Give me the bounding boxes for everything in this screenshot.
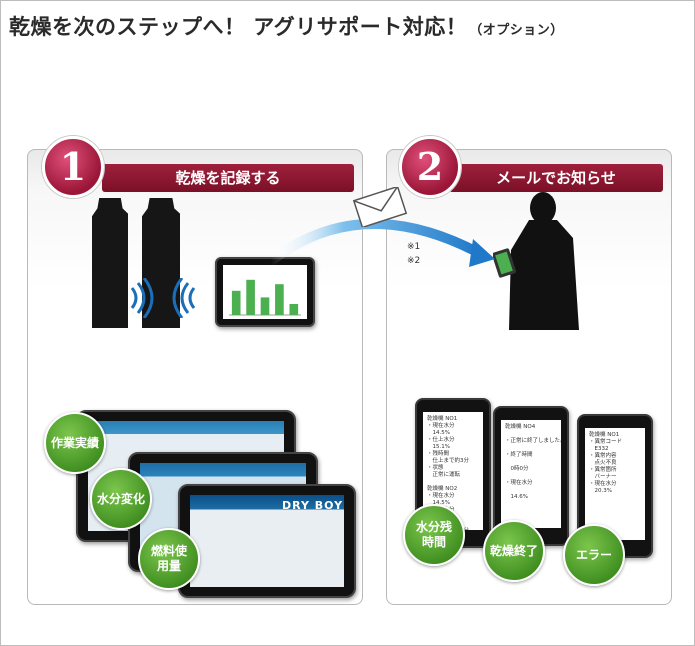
chart-bar [275, 284, 284, 315]
step1-panel: 乾燥を記録する 1 DRY BOY [27, 136, 363, 605]
step2-banner: メールでお知らせ [449, 164, 663, 192]
chart-bar [260, 297, 270, 315]
phone-line: ・現在水分 [427, 423, 455, 429]
step1-banner: 乾燥を記録する [102, 164, 354, 192]
phone-line [505, 445, 557, 452]
note-2: ※2 [407, 256, 421, 266]
badge-drying-finished: 乾燥終了 [483, 520, 545, 582]
phone-line: 14.6% [505, 494, 528, 500]
phone-line: ・状態 [427, 465, 444, 471]
phone-line [505, 431, 557, 438]
phone-error-screen: 乾燥機 NO1・異常コード E332・異常内容 点火不良・異常箇所 バーナー・現… [585, 428, 645, 540]
phone-line: 仕上まで約3分 [427, 458, 470, 464]
phone-line: ・残時間 [427, 451, 450, 457]
phone-line: 乾燥機 NO1 [427, 416, 458, 422]
page-title-option: （オプション） [469, 23, 564, 38]
phone-line: ・異常コード [589, 439, 623, 445]
phone-line: 正常に運転 [427, 472, 461, 478]
chart-bar [231, 290, 241, 315]
phone-line: 乾燥機 NO4 [505, 424, 536, 430]
phone-line: 15.1% [427, 444, 450, 450]
phone-line: 14.5% [427, 500, 450, 506]
page-title: 乾燥を次のステップへ！ アグリサポート対応！（オプション） [9, 11, 564, 41]
phone-line: バーナー [589, 474, 617, 480]
badge-fuel-usage: 燃料使用量 [138, 528, 200, 590]
dryer-machine-2 [142, 198, 180, 328]
badge-moisture-change: 水分変化 [90, 468, 152, 530]
badge-error: エラー [563, 524, 625, 586]
page-title-main: 乾燥を次のステップへ！ アグリサポート対応！ [9, 14, 468, 39]
phone-line: ・終了時間 [505, 452, 533, 458]
chart-bar [246, 279, 255, 315]
dryer-machine-1 [92, 198, 128, 328]
wireless-signal-icon [130, 278, 196, 318]
phone-line: 乾燥機 NO1 [589, 432, 620, 438]
phone-line: ・現在水分 [589, 481, 617, 487]
chart-bar [289, 304, 299, 315]
phone-line: 14.5% [427, 430, 450, 436]
phone-line [505, 459, 557, 466]
record-tablet-front: DRY BOY [178, 484, 356, 598]
phone-line: ・正常に終了しました。 [505, 438, 561, 444]
phone-line: 20.3% [589, 488, 612, 494]
chart-tablet [215, 257, 315, 327]
badge-work-record: 作業実績 [44, 412, 106, 474]
step2-number: 2 [399, 136, 461, 198]
phone-line: ・異常箇所 [589, 467, 617, 473]
phone-line: E332 [589, 446, 609, 452]
phone-line: 0時0分 [505, 466, 529, 472]
note-1: ※1 [407, 242, 421, 252]
phone-line: ・仕上水分 [427, 437, 455, 443]
phone-line [505, 487, 557, 494]
phone-line [427, 479, 479, 486]
phone-line: ・異常内容 [589, 453, 617, 459]
phone-line: 点火不良 [589, 460, 617, 466]
person-with-tablet-icon [493, 192, 579, 330]
envelope-icon [352, 187, 408, 227]
phone-line [505, 473, 557, 480]
phone-line: ・現在水分 [427, 493, 455, 499]
dry-boy-logo: DRY BOY [282, 499, 344, 512]
step1-number: 1 [42, 136, 104, 198]
phone-line: ・現在水分 [505, 480, 533, 486]
bar-chart [229, 279, 301, 316]
phone-line: 乾燥機 NO2 [427, 486, 458, 492]
badge-remaining-time: 水分残時間 [403, 504, 465, 566]
phone-finished-screen: 乾燥機 NO4 ・正常に終了しました。 ・終了時間 0時0分 ・現在水分 14.… [501, 420, 561, 528]
step2-panel: メールでお知らせ 2 ※1 ※2 乾燥機 NO1・現在水分 14.5%・仕上水分… [386, 136, 672, 605]
